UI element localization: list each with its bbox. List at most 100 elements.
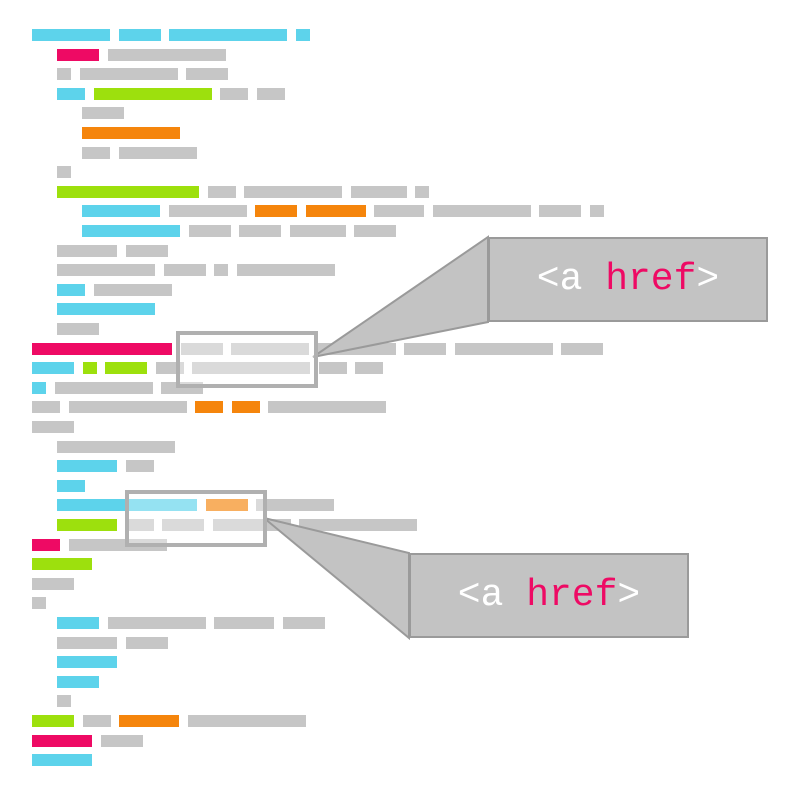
code-token-cyan — [32, 29, 110, 41]
code-token-green — [32, 715, 74, 727]
code-token-gray — [82, 715, 111, 727]
code-token-gray — [299, 519, 417, 531]
code-token-gray — [68, 538, 167, 551]
callout-prefix: <a — [457, 574, 527, 617]
code-token-cyan — [32, 381, 46, 394]
code-token-gray — [207, 185, 236, 198]
code-token-gray — [125, 519, 154, 531]
code-token-cyan — [57, 303, 155, 316]
code-token-gray — [186, 68, 228, 81]
code-token-gray — [82, 107, 124, 120]
code-token-gray — [268, 401, 386, 414]
code-token-gray — [244, 185, 342, 198]
code-token-gray — [192, 362, 310, 375]
code-token-gray — [404, 342, 446, 355]
code-token-green — [57, 519, 117, 531]
code-token-gray — [220, 87, 248, 100]
code-token-gray — [118, 146, 197, 159]
code-token-cyan — [32, 754, 92, 767]
code-token-gray — [79, 68, 178, 81]
code-token-gray — [57, 264, 155, 277]
code-token-gray — [57, 440, 175, 453]
code-token-orange — [305, 205, 366, 218]
code-token-gray — [374, 205, 424, 218]
code-token-orange — [255, 205, 297, 218]
code-token-gray — [256, 87, 285, 100]
code-token-gray — [82, 146, 110, 159]
code-token-gray — [107, 48, 226, 61]
code-token-cyan — [57, 499, 197, 512]
code-token-gray — [163, 264, 206, 277]
code-token-orange — [231, 401, 260, 414]
callout-highlight: href — [526, 574, 618, 617]
code-token-cyan — [57, 479, 85, 492]
callout-a-href-1: <a href> — [488, 237, 768, 322]
code-token-cyan — [82, 205, 160, 218]
code-token-gray — [539, 205, 581, 218]
callout-suffix: > — [617, 574, 641, 617]
code-token-gray — [57, 68, 71, 81]
code-token-gray — [236, 264, 335, 277]
code-token-gray — [161, 381, 203, 394]
code-token-gray — [180, 342, 223, 355]
code-token-gray — [68, 401, 187, 414]
code-token-cyan — [169, 29, 287, 41]
code-token-cyan — [57, 87, 85, 100]
code-token-gray — [214, 264, 228, 277]
code-token-gray — [57, 244, 117, 257]
code-token-cyan — [82, 225, 180, 237]
code-token-gray — [239, 225, 281, 237]
code-token-green — [105, 362, 147, 375]
code-token-gray — [354, 225, 396, 237]
code-token-magenta — [32, 734, 92, 747]
code-token-gray — [57, 695, 71, 708]
code-token-magenta — [32, 538, 60, 551]
code-token-gray — [432, 205, 531, 218]
code-token-green — [82, 362, 97, 375]
code-token-gray — [187, 715, 306, 727]
code-token-magenta — [32, 342, 172, 355]
code-token-cyan — [57, 675, 99, 688]
code-token-gray — [168, 205, 247, 218]
callout-prefix: <a — [536, 258, 606, 301]
code-token-magenta — [57, 48, 99, 61]
code-token-gray — [454, 342, 553, 355]
code-token-gray — [93, 283, 172, 296]
code-token-gray — [282, 617, 325, 629]
code-token-gray — [256, 499, 334, 512]
code-token-gray — [289, 225, 346, 237]
code-token-cyan — [57, 656, 117, 669]
code-token-gray — [350, 185, 407, 198]
code-token-gray — [32, 421, 74, 433]
code-token-gray — [32, 577, 74, 590]
code-token-gray — [54, 381, 153, 394]
code-token-gray — [162, 519, 204, 531]
code-token-gray — [32, 401, 60, 414]
code-token-gray — [589, 205, 604, 218]
code-token-green — [93, 87, 212, 100]
code-token-orange — [82, 127, 180, 139]
code-token-cyan — [295, 29, 310, 41]
callout-highlight: href — [605, 258, 697, 301]
callout-a-href-2: <a href> — [409, 553, 689, 638]
code-token-orange — [119, 715, 179, 727]
code-token-gray — [561, 342, 603, 355]
code-token-cyan — [57, 283, 85, 296]
code-token-green — [32, 558, 92, 571]
code-token-gray — [155, 362, 184, 375]
callout-suffix: > — [696, 258, 720, 301]
code-token-gray — [212, 519, 291, 531]
code-token-gray — [57, 636, 117, 649]
code-token-gray — [107, 617, 206, 629]
code-token-cyan — [57, 617, 99, 629]
code-token-gray — [32, 597, 46, 610]
code-token-cyan — [57, 460, 117, 473]
code-token-gray — [57, 323, 99, 335]
code-token-gray — [318, 362, 347, 375]
code-token-green — [57, 185, 199, 198]
code-token-gray — [188, 225, 231, 237]
code-token-cyan — [32, 362, 74, 375]
code-token-gray — [355, 362, 383, 375]
code-token-gray — [100, 734, 143, 747]
